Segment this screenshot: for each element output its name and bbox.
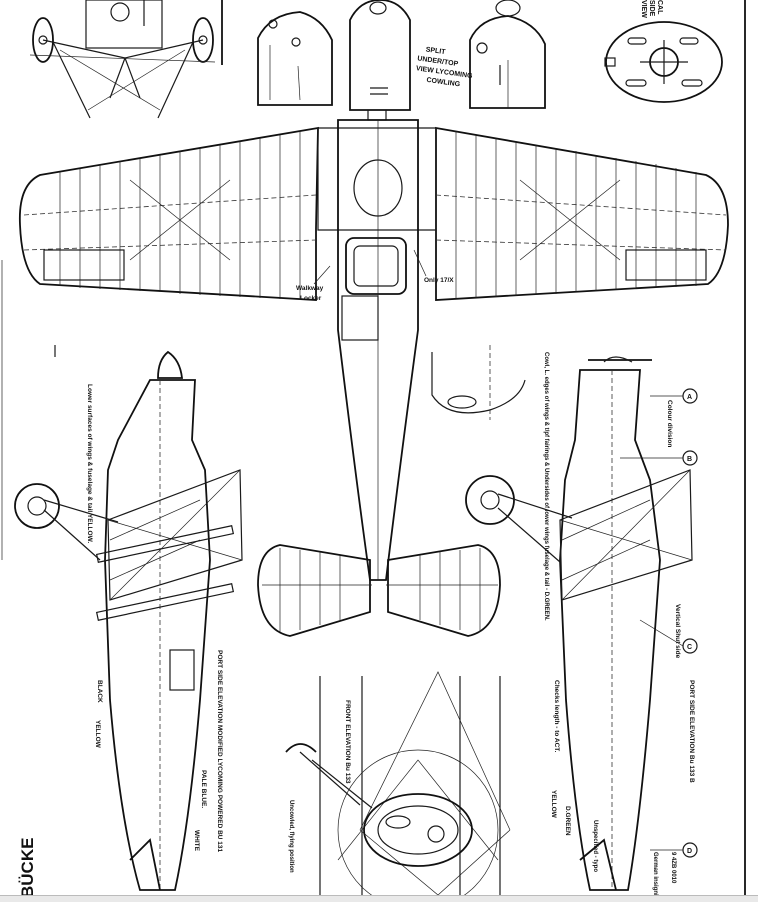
svg-text:Only 17/X: Only 17/X xyxy=(424,277,454,284)
port-tailplane xyxy=(257,544,371,637)
page-bottom-edge xyxy=(0,895,758,902)
cowling-front-view: VIEW SIDE CAL xyxy=(604,0,723,103)
svg-text:YELLOW: YELLOW xyxy=(94,720,101,749)
svg-text:B: B xyxy=(687,456,692,463)
svg-text:PORT SIDE ELEVATION MODIFIED L: PORT SIDE ELEVATION MODIFIED LYCOMING PO… xyxy=(216,650,223,853)
svg-text:Walkway Locker: Walkway Locker xyxy=(296,285,325,302)
left-fuselage xyxy=(104,379,211,891)
section-marker-c: C xyxy=(639,619,698,654)
starboard-tailplane xyxy=(387,544,501,637)
fuselage-top xyxy=(337,119,419,581)
cowling-top-view xyxy=(469,0,546,109)
svg-text:D.GREEN: D.GREEN xyxy=(564,806,571,836)
left-wheel xyxy=(32,17,54,63)
svg-text:WHITE: WHITE xyxy=(193,830,200,852)
right-wheel xyxy=(192,17,214,63)
right-side-elevation: A B C D Cowl, L. edges of wings & t/pf f… xyxy=(465,352,698,900)
section-marker-b: B xyxy=(620,450,698,466)
svg-text:YELLOW: YELLOW xyxy=(550,790,557,819)
svg-text:D: D xyxy=(687,848,692,855)
svg-text:Colour division: Colour division xyxy=(666,400,673,447)
svg-text:BLACK: BLACK xyxy=(96,680,103,703)
svg-text:A: A xyxy=(687,394,692,401)
cowling-underside-view xyxy=(257,11,333,106)
svg-text:Vertical Shut side: Vertical Shut side xyxy=(674,604,681,659)
svg-text:FRONT ELEVATION Bu 133: FRONT ELEVATION Bu 133 xyxy=(344,700,351,784)
svg-text:PORT SIDE ELEVATION Bu 133 B: PORT SIDE ELEVATION Bu 133 B xyxy=(688,680,695,783)
svg-text:Cowl, L. edges of wings & t/pf: Cowl, L. edges of wings & t/pf fairings … xyxy=(543,352,549,621)
front-gear-view xyxy=(29,0,223,119)
plan-view: Walkway Locker Only 17/X xyxy=(18,0,729,637)
svg-text:9 4ZB 0010: 9 4ZB 0010 xyxy=(670,852,676,884)
front-elevation: FRONT ELEVATION Bu 133 Uncowled, flying … xyxy=(285,671,511,902)
cowling-note: SPLIT UNDER/TOP VIEW LYCOMING COWLING xyxy=(414,45,477,90)
svg-text:VIEW SIDE CAL: VIEW SIDE CAL xyxy=(640,0,663,20)
svg-text:Uncowled, flying position: Uncowled, flying position xyxy=(288,800,294,873)
propeller-disc xyxy=(337,749,499,902)
right-fuselage xyxy=(559,369,661,891)
svg-text:Unspecified - typo: Unspecified - typo xyxy=(592,820,598,872)
svg-text:Lower surfaces of wings & fuse: Lower surfaces of wings & fuselage & tai… xyxy=(86,384,93,543)
svg-text:SPLIT UNDER/TOP VI: SPLIT UNDER/TOP VIEW LYCOMING COWLING xyxy=(414,45,477,90)
section-marker-a: A xyxy=(650,388,698,404)
port-wing xyxy=(18,126,319,301)
svg-text:PALE BLUE.: PALE BLUE. xyxy=(200,770,207,808)
svg-text:German insignia: German insignia xyxy=(652,852,658,900)
cockpit xyxy=(345,237,407,295)
starboard-wing xyxy=(435,126,729,301)
svg-text:C: C xyxy=(687,644,692,651)
svg-text:Checks length - to ACT.: Checks length - to ACT. xyxy=(553,680,560,753)
tail-fairing-detail xyxy=(431,345,526,420)
left-side-elevation: Lower surfaces of wings & fuselage & tai… xyxy=(14,350,243,891)
section-marker-d: D xyxy=(650,842,698,858)
